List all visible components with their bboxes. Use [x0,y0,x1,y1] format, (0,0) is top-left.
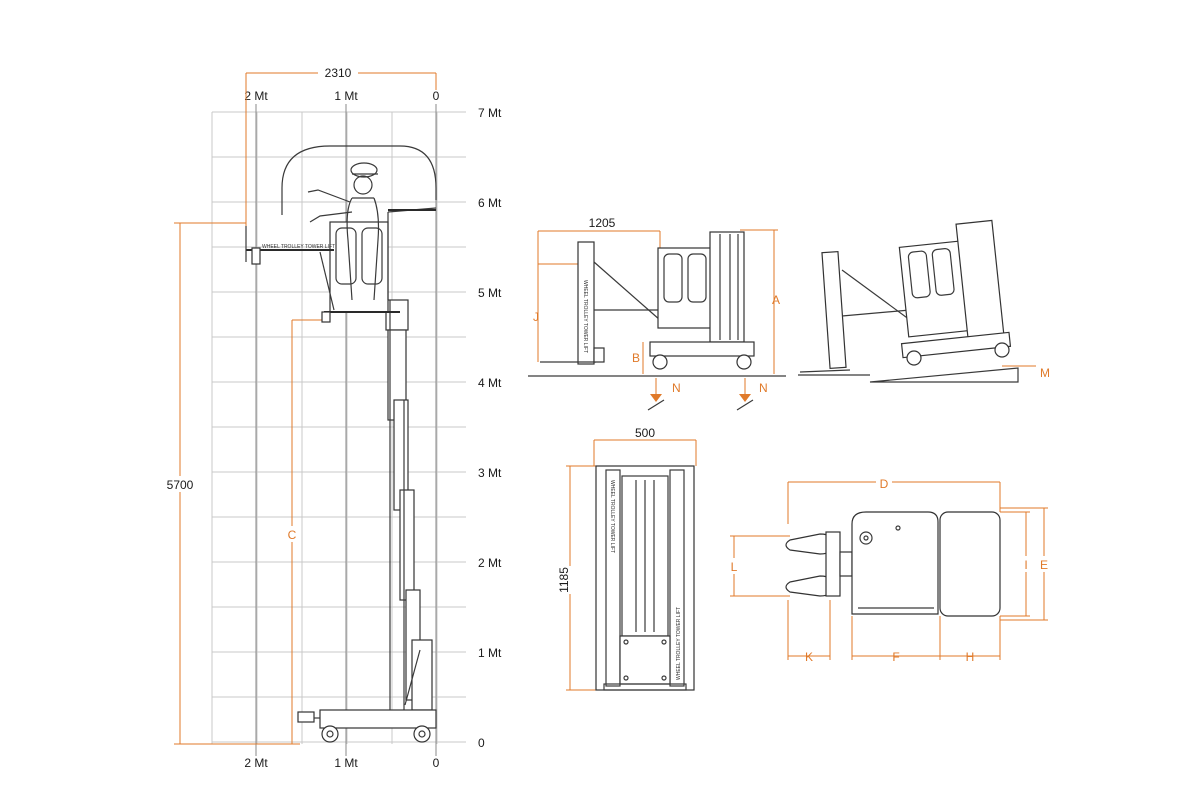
platform-basket [321,207,437,323]
top-label-1mt: 1 Mt [334,89,358,103]
dim-mast-height-label: A [772,293,780,307]
dim-overall-reach: 2310 [245,64,437,230]
dim-overall-length-label: D [880,477,889,491]
dim-platform-height-label: C [288,528,297,542]
dim-length-label: 1185 [557,567,571,593]
wheel-load-label-1: N [672,381,681,395]
dim-platform-height: C [285,319,328,744]
dim-fork-offset-label: K [805,650,813,664]
reach-envelope [281,145,437,215]
bottom-label-2mt: 2 Mt [244,756,268,770]
front-forks: WHEEL TROLLEY TOWER LIFT [245,226,335,311]
side-view-label: WHEEL TROLLEY TOWER LIFT [582,280,588,353]
base-chassis [297,649,437,743]
dim-platform-length-label: H [966,650,975,664]
bottom-label-1mt: 1 Mt [334,756,358,770]
dim-chassis-length-label: F [892,650,899,664]
right-label-3mt: 3 Mt [478,466,502,480]
mast [385,299,433,720]
top-label-2mt: 2 Mt [244,89,268,103]
plan-view: D L K F H G I E [727,474,1051,664]
right-label-7mt: 7 Mt [478,106,502,120]
side-elevation: 2 Mt 1 Mt 0 2 Mt 1 Mt 0 7 Mt 6 Mt 5 Mt 4… [160,64,502,770]
dim-fork-spread-label: L [731,560,738,574]
top-view-label-left: WHEEL TROLLEY TOWER LIFT [609,480,615,553]
wheel-load-label-2: N [759,381,768,395]
dim-overall-width-label: E [1040,558,1048,572]
dim-working-height: 5700 [160,222,300,745]
side-view-transport: 1205 J A B WHEEL TROLLEY TOWER LIFT [528,216,786,411]
top-view-label-right: WHEEL TROLLEY TOWER LIFT [676,607,682,680]
dim-base-height-label: B [632,351,640,365]
dim-working-height-label: 5700 [167,478,194,492]
top-view: 500 1185 WHEEL TROLLEY TOWER LIFT WHEEL … [557,426,697,691]
worker-figure [307,162,380,301]
dim-slope-label: M [1040,366,1050,380]
wheel-load-arrows: N N [647,378,768,411]
bottom-label-0: 0 [433,756,440,770]
right-label-2mt: 2 Mt [478,556,502,570]
dim-fork-length-label: J [533,310,539,324]
right-label-5mt: 5 Mt [478,286,502,300]
slope-view: M [798,219,1050,383]
right-label-0: 0 [478,736,485,750]
dim-overall-reach-label: 2310 [325,66,352,80]
dim-inner-width-label: I [1024,558,1027,572]
dim-outreach-label: 1205 [589,216,616,230]
right-label-1mt: 1 Mt [478,646,502,660]
fork-label: WHEEL TROLLEY TOWER LIFT [262,244,335,250]
dim-width-label: 500 [635,426,655,440]
right-label-4mt: 4 Mt [478,376,502,390]
top-label-0: 0 [433,89,440,103]
right-label-6mt: 6 Mt [478,196,502,210]
